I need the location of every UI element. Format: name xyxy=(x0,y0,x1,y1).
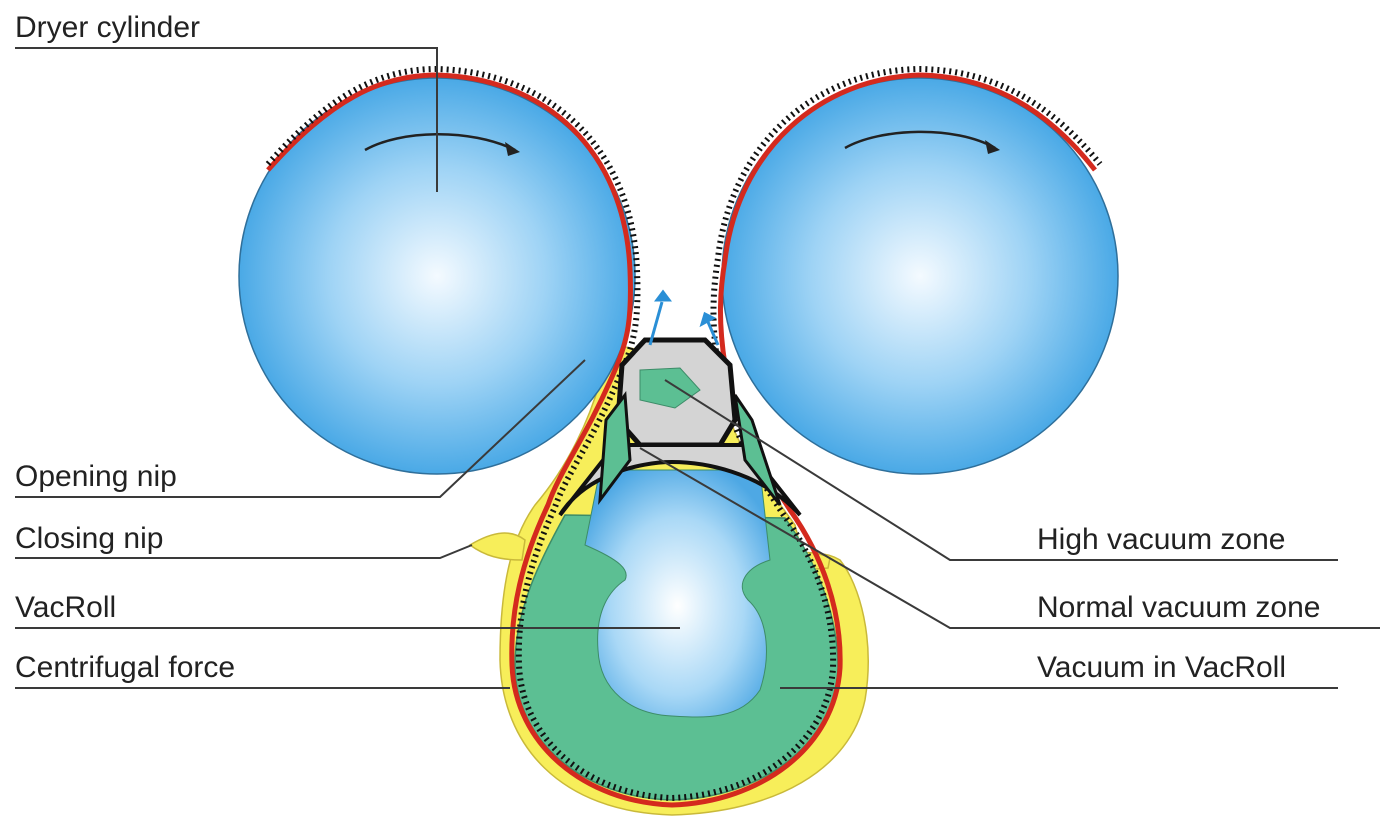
label-opening-nip: Opening nip xyxy=(15,460,177,493)
label-dryer-cylinder: Dryer cylinder xyxy=(15,11,200,44)
closing-nip-drop xyxy=(470,533,525,560)
label-centrifugal-force: Centrifugal force xyxy=(15,651,235,684)
label-closing-nip: Closing nip xyxy=(15,522,163,555)
label-vacuum-in-vacroll: Vacuum in VacRoll xyxy=(1037,651,1286,684)
vapour-arrows xyxy=(650,292,718,345)
label-high-vacuum-zone: High vacuum zone xyxy=(1037,523,1285,556)
label-normal-vacuum-zone: Normal vacuum zone xyxy=(1037,591,1320,624)
label-vacroll: VacRoll xyxy=(15,591,116,624)
